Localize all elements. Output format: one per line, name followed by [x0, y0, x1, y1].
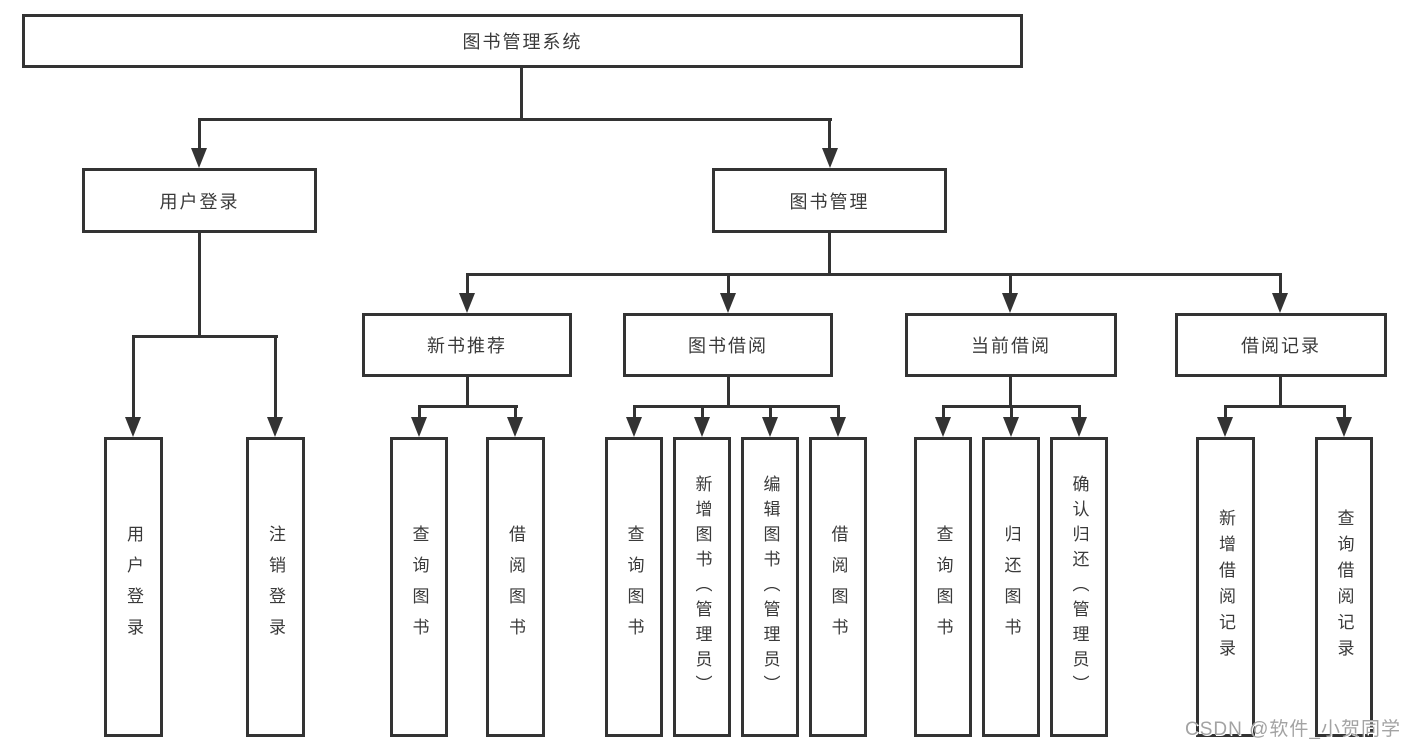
connector-line	[1343, 405, 1346, 419]
leaf-edit-book-admin: 编辑图书（管理员）	[741, 437, 799, 737]
leaf-query-borrow-record-label: 查询借阅记录	[1334, 509, 1354, 665]
connector-line	[274, 335, 277, 419]
connector-line	[701, 405, 704, 419]
node-book-management: 图书管理	[712, 168, 947, 233]
connector-line	[1279, 273, 1282, 295]
connector-line	[466, 377, 469, 408]
arrow-down	[267, 417, 283, 437]
leaf-return-books: 归还图书	[982, 437, 1040, 737]
connector-line	[837, 405, 840, 419]
connector-line	[132, 335, 278, 338]
connector-line	[1224, 405, 1227, 419]
node-current-borrow: 当前借阅	[905, 313, 1117, 377]
connector-line	[1224, 405, 1346, 408]
connector-line	[466, 273, 1282, 276]
arrow-down	[935, 417, 951, 437]
arrow-down	[762, 417, 778, 437]
connector-line	[1279, 377, 1282, 408]
connector-line	[828, 118, 831, 151]
arrow-down	[1336, 417, 1352, 437]
connector-line	[198, 118, 832, 121]
node-book-management-label: 图书管理	[789, 191, 870, 212]
leaf-query-books-borrow-label: 查询图书	[624, 525, 644, 649]
arrow-down	[191, 148, 207, 168]
connector-line	[418, 405, 421, 419]
node-root: 图书管理系统	[22, 14, 1023, 68]
connector-line	[514, 405, 517, 419]
arrow-down	[720, 293, 736, 313]
node-borrow-records-label: 借阅记录	[1241, 336, 1321, 356]
leaf-query-books-recommend-label: 查询图书	[409, 525, 429, 649]
arrow-down	[822, 148, 838, 168]
leaf-confirm-return-admin: 确认归还（管理员）	[1050, 437, 1108, 737]
leaf-edit-book-admin-label: 编辑图书（管理员）	[760, 474, 780, 700]
leaf-return-books-label: 归还图书	[1001, 525, 1021, 649]
connector-line	[633, 405, 636, 419]
leaf-borrow-books-2: 借阅图书	[809, 437, 867, 737]
arrow-down	[626, 417, 642, 437]
leaf-add-book-admin-label: 新增图书（管理员）	[692, 474, 712, 700]
arrow-down	[1217, 417, 1233, 437]
connector-line	[727, 377, 730, 408]
connector-line	[1009, 377, 1012, 408]
arrow-down	[459, 293, 475, 313]
leaf-borrow-books-2-label: 借阅图书	[828, 525, 848, 649]
leaf-add-borrow-record: 新增借阅记录	[1196, 437, 1255, 737]
connector-line	[520, 68, 523, 120]
connector-line	[727, 273, 730, 295]
connector-line	[633, 405, 840, 408]
leaf-query-books-current: 查询图书	[914, 437, 972, 737]
node-current-borrow-label: 当前借阅	[971, 336, 1051, 356]
connector-line	[466, 273, 469, 295]
arrow-down	[411, 417, 427, 437]
leaf-query-books-borrow: 查询图书	[605, 437, 663, 737]
node-borrow-records: 借阅记录	[1175, 313, 1387, 377]
connector-line	[198, 118, 201, 150]
node-new-book-recommend-label: 新书推荐	[427, 336, 507, 356]
arrow-down	[830, 417, 846, 437]
leaf-borrow-books-recommend-label: 借阅图书	[506, 525, 525, 649]
connector-line	[418, 405, 518, 408]
watermark: CSDN @软件_小贺同学	[1185, 719, 1401, 740]
leaf-query-borrow-record: 查询借阅记录	[1315, 437, 1373, 737]
connector-line	[1078, 405, 1081, 419]
leaf-user-login-label: 用户登录	[124, 525, 143, 649]
node-book-borrow-label: 图书借阅	[688, 336, 768, 356]
node-user-login: 用户登录	[82, 168, 317, 233]
leaf-query-books-recommend: 查询图书	[390, 437, 448, 737]
node-new-book-recommend: 新书推荐	[362, 313, 572, 377]
leaf-borrow-books-recommend: 借阅图书	[486, 437, 545, 737]
connector-line	[198, 233, 201, 338]
leaf-confirm-return-admin-label: 确认归还（管理员）	[1069, 474, 1089, 700]
arrow-down	[1071, 417, 1087, 437]
arrow-down	[1003, 417, 1019, 437]
node-root-label: 图书管理系统	[462, 32, 583, 52]
leaf-user-login: 用户登录	[104, 437, 163, 737]
connector-line	[132, 335, 135, 419]
leaf-add-book-admin: 新增图书（管理员）	[673, 437, 731, 737]
connector-line	[828, 233, 831, 276]
connector-line	[942, 405, 945, 419]
connector-line	[1010, 405, 1013, 419]
arrow-down	[694, 417, 710, 437]
connector-line	[1009, 273, 1012, 295]
node-book-borrow: 图书借阅	[623, 313, 833, 377]
leaf-logout-label: 注销登录	[266, 525, 285, 649]
leaf-logout: 注销登录	[246, 437, 305, 737]
leaf-add-borrow-record-label: 新增借阅记录	[1216, 509, 1235, 665]
arrow-down	[1002, 293, 1018, 313]
arrow-down	[125, 417, 141, 437]
connector-line	[769, 405, 772, 419]
leaf-query-books-current-label: 查询图书	[933, 525, 953, 649]
arrow-down	[1272, 293, 1288, 313]
arrow-down	[507, 417, 523, 437]
node-user-login-label: 用户登录	[159, 191, 240, 212]
